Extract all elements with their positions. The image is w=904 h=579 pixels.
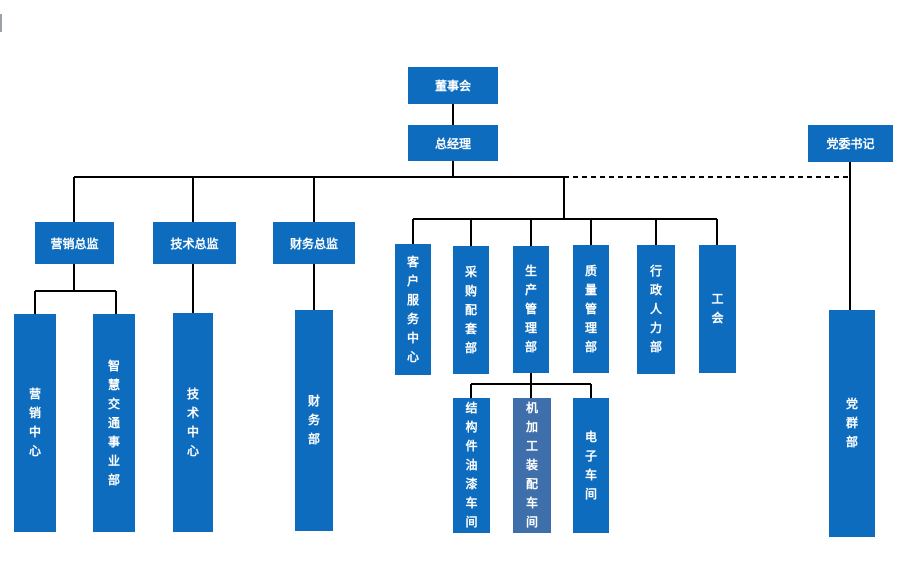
left-edge-mark <box>0 14 2 32</box>
technology-center-label: 技术中心 <box>186 386 199 458</box>
smart-traffic-division-box: 智慧交通事业部 <box>93 314 135 532</box>
production-management-box: 生产管理部 <box>513 246 549 373</box>
finance-director-box: 财务总监 <box>273 222 355 264</box>
party-affairs-label: 党群部 <box>845 397 858 449</box>
finance-department-label: 财务部 <box>307 394 320 446</box>
finance-department-box: 财务部 <box>295 310 333 531</box>
customer-service-center-label: 客户服务中心 <box>406 254 419 364</box>
labor-union-label: 工会 <box>711 292 724 325</box>
board-box: 董事会 <box>408 67 498 104</box>
technology-center-box: 技术中心 <box>173 313 213 532</box>
marketing-director-label: 营销总监 <box>50 236 99 251</box>
labor-union-box: 工会 <box>699 245 736 373</box>
procurement-department-box: 采购配套部 <box>453 246 489 374</box>
party-affairs-box: 党群部 <box>829 310 875 537</box>
machining-workshop-box: 机加工装配车间 <box>513 398 551 533</box>
admin-hr-department-label: 行政人力部 <box>649 264 662 354</box>
machining-workshop-label: 机加工装配车间 <box>525 401 538 529</box>
general-manager-box: 总经理 <box>408 125 498 161</box>
marketing-director-box: 营销总监 <box>35 222 114 264</box>
board-label: 董事会 <box>434 79 471 93</box>
party-secretary-box: 党委书记 <box>808 125 893 162</box>
procurement-department-label: 采购配套部 <box>464 264 477 355</box>
paint-workshop-label: 结构件油漆车间 <box>465 401 478 529</box>
marketing-center-box: 营销中心 <box>14 314 56 532</box>
customer-service-center-box: 客户服务中心 <box>395 244 431 375</box>
quality-management-label: 质量管理部 <box>584 263 597 354</box>
electronics-workshop-box: 电子车间 <box>573 398 609 533</box>
smart-traffic-division-label: 智慧交通事业部 <box>107 358 120 487</box>
paint-workshop-box: 结构件油漆车间 <box>453 398 490 533</box>
technology-director-label: 技术总监 <box>170 236 219 251</box>
technology-director-box: 技术总监 <box>153 222 236 264</box>
quality-management-box: 质量管理部 <box>573 245 609 373</box>
electronics-workshop-label: 电子车间 <box>584 429 597 501</box>
production-management-label: 生产管理部 <box>524 264 537 354</box>
admin-hr-department-box: 行政人力部 <box>637 245 675 374</box>
marketing-center-label: 营销中心 <box>28 387 41 458</box>
finance-director-label: 财务总监 <box>289 236 338 251</box>
party-secretary-label: 党委书记 <box>826 137 875 151</box>
general-manager-label: 总经理 <box>434 136 471 151</box>
